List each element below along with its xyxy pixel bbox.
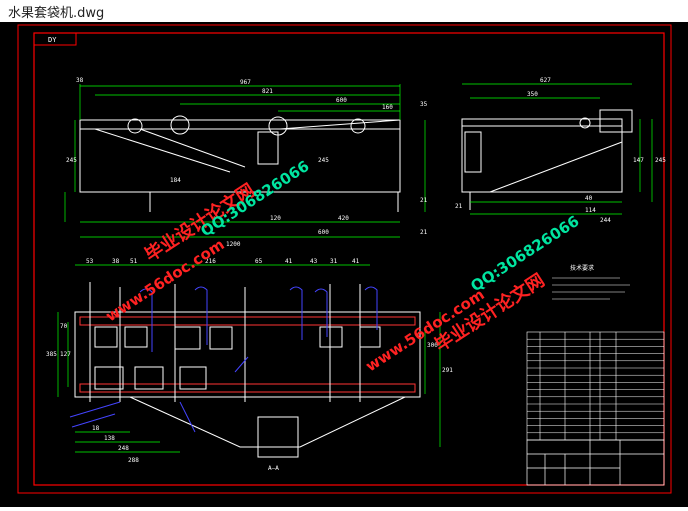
base-motor	[257, 416, 299, 458]
dim-label: 248	[118, 445, 129, 452]
dim-label: 300	[427, 342, 438, 349]
notes-title: 技术要求	[570, 264, 594, 272]
cad-canvas[interactable]: DY 967 821 600 160 35 38 245 184 245	[0, 22, 688, 507]
hopper	[129, 396, 406, 448]
dim-label: 21	[420, 197, 428, 204]
technical-notes: 技术要求	[552, 264, 630, 300]
sprocket	[579, 117, 591, 129]
dim-label: 420	[338, 215, 349, 222]
sprocket	[170, 115, 190, 135]
dim-label: 18	[92, 425, 100, 432]
dim-label: 147	[633, 157, 644, 164]
window-titlebar: 水果套袋机.dwg	[0, 0, 688, 22]
chain-line	[279, 119, 401, 130]
dim-label: 41	[285, 258, 293, 265]
plan-top-rail	[79, 316, 416, 326]
dim-label: 627	[540, 77, 551, 84]
plan-view	[74, 282, 421, 458]
front-top-beam	[79, 119, 401, 130]
window-title: 水果套袋机.dwg	[8, 5, 105, 21]
dim-label: 53	[86, 258, 94, 265]
inner-border	[33, 32, 665, 486]
dim-label: 41	[352, 258, 360, 265]
dim-label: 40	[585, 195, 593, 202]
chain-line	[139, 128, 246, 168]
side-view	[461, 109, 633, 210]
dim-label: 138	[104, 435, 115, 442]
dim-label: 245	[318, 157, 329, 164]
dim-label: 21	[455, 203, 463, 210]
dim-label: 245	[66, 157, 77, 164]
dim-label: 51	[130, 258, 138, 265]
dim-label: 600	[318, 229, 329, 236]
dim-label: 31	[330, 258, 338, 265]
dim-label: 184	[170, 177, 181, 184]
plan-view-dims	[57, 264, 441, 453]
dim-label: 114	[585, 207, 596, 214]
outer-frame	[17, 24, 672, 494]
plan-bottom-rail	[79, 383, 416, 393]
dim-label: 1200	[226, 241, 241, 248]
front-view-dims	[64, 84, 426, 238]
dim-label: 38	[112, 258, 120, 265]
dim-label: 127	[60, 351, 71, 358]
section-label: A—A	[268, 465, 279, 472]
dim-label: 160	[382, 104, 393, 111]
side-motor	[599, 109, 633, 133]
side-bracket	[464, 131, 482, 173]
dim-label: 35	[420, 101, 428, 108]
cad-drawing[interactable]: DY 967 821 600 160 35 38 245 184 245	[0, 22, 688, 507]
dim-label: 216	[205, 258, 216, 265]
dim-label: 385	[46, 351, 57, 358]
dim-label: 244	[600, 217, 611, 224]
side-dims-text: 627 350 40 114 21 147 245 244	[455, 77, 666, 224]
dim-label: 245	[655, 157, 666, 164]
dim-label: 70	[60, 323, 68, 330]
side-frame	[461, 118, 623, 193]
watermark-qq: QQ:306826066	[197, 157, 312, 240]
dim-label: 600	[336, 97, 347, 104]
front-view	[79, 115, 401, 212]
plan-dims-text: 53 38 51 216 65 41 43 31 41 70 127 385 3…	[46, 258, 453, 472]
side-brace	[489, 141, 623, 193]
side-view-dims	[462, 83, 653, 215]
plan-hatch	[69, 286, 378, 433]
chain-line	[94, 128, 231, 173]
sheet-tag-box	[33, 32, 77, 46]
dim-label: 288	[128, 457, 139, 464]
sprocket	[350, 118, 366, 134]
dim-label: 38	[76, 77, 84, 84]
title-block	[526, 439, 665, 486]
front-dims-text: 967 821 600 160 35 38 245 184 245 120 42…	[66, 77, 428, 248]
dim-label: 967	[240, 79, 251, 86]
parts-list	[526, 331, 665, 441]
dim-label: 65	[255, 258, 263, 265]
dim-label: 120	[270, 215, 281, 222]
sprocket	[127, 118, 143, 134]
sheet-tag: DY	[48, 36, 57, 44]
dim-label: 821	[262, 88, 273, 95]
motor-block	[257, 131, 279, 165]
dim-label: 21	[420, 229, 428, 236]
front-frame	[79, 119, 401, 193]
dim-label: 43	[310, 258, 318, 265]
dim-label: 350	[527, 91, 538, 98]
dim-label: 291	[442, 367, 453, 374]
parts-rows	[527, 338, 664, 434]
